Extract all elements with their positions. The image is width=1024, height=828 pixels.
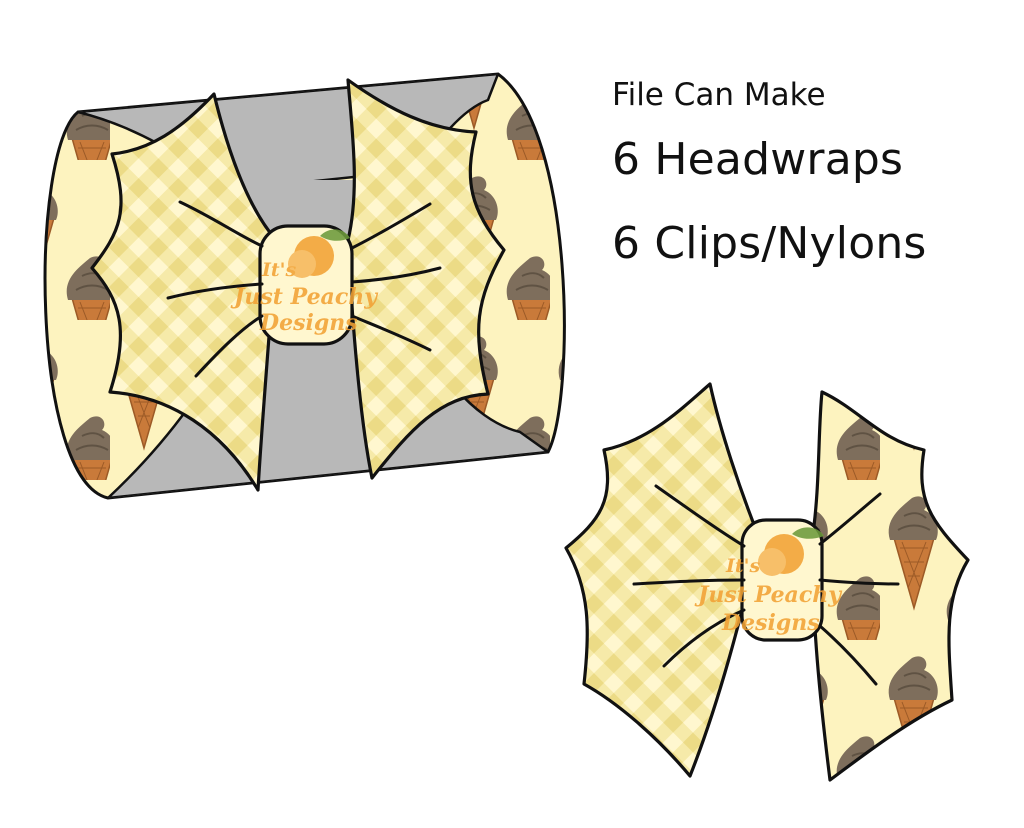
info-clips: 6 Clips/Nylons [612,218,927,269]
watermark-clip-line1: It's [725,555,760,577]
watermark-clip-line3: Designs [721,610,820,636]
info-headwraps: 6 Headwraps [612,134,904,185]
clip-bow-right-loop [810,390,970,782]
headwrap-bow-illustration [43,72,566,500]
peach-logo-icon [758,527,824,576]
clip-bow-left-loop [564,382,762,778]
watermark-headwrap: It's Just Peachy Designs [230,229,379,336]
headwrap-bow-right-loop [346,78,506,480]
peach-logo-icon [288,229,350,278]
watermark-line1: It's [261,259,296,281]
info-title: File Can Make [612,77,826,113]
info-text-block: File Can Make 6 Headwraps 6 Clips/Nylons [612,72,927,286]
clip-bow-illustration [564,382,970,782]
watermark-clip: It's Just Peachy Designs [694,527,843,636]
watermark-line3: Designs [259,310,358,336]
watermark-clip-line2: Just Peachy [694,582,843,608]
headwrap-bow-left-loop [90,92,278,492]
watermark-line2: Just Peachy [230,284,379,310]
